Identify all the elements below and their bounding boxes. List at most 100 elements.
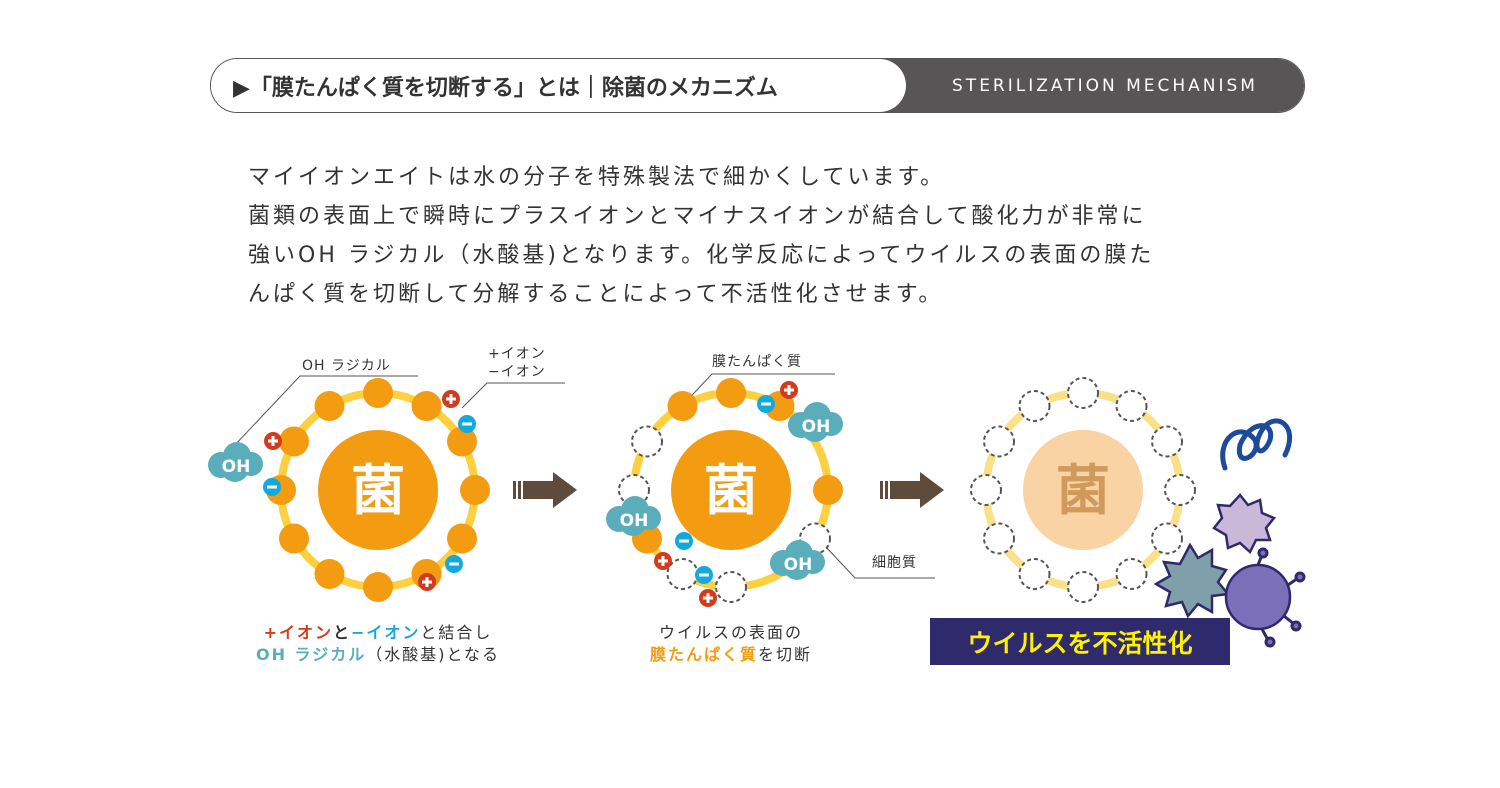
oh-text: OH [620,511,649,531]
inactivate-banner [930,618,1230,665]
cut-protein-dot [715,571,747,603]
germ-label: 菌 [704,459,758,522]
membrane-protein-dot [363,378,393,408]
cloud-puff [801,414,829,442]
caption-plus: +イオン [264,623,333,642]
membrane-protein-dot [278,523,309,554]
membrane-protein-dot [667,390,698,421]
intro-line: マイイオンエイトは水の分子を特殊製法で細かくしています。 [248,165,946,190]
germ-label: 菌 [351,459,405,522]
ion-bar [462,422,472,426]
cloud-puff [619,508,647,536]
inactivate-banner-text: ウイルスを不活性化 [967,629,1192,658]
virus-spiky-icon [1153,542,1231,619]
caption-end: を切断 [758,645,812,664]
germ-core [1023,430,1143,550]
cytoplasm-label: 細胞質 [872,555,917,571]
virus-small-icon [1212,493,1277,555]
membrane-protein-dot [314,559,345,590]
membrane-protein-dot [447,523,478,554]
membrane-segment [1168,501,1184,530]
arrow-icon [513,472,577,508]
cut-protein-dot [1151,522,1184,555]
oh-cloud-icon: OH [770,540,825,580]
germ-core [318,430,438,550]
leader-line [232,375,418,448]
leader-line [461,382,565,409]
step2-caption-line1: ウイルスの表面の [659,623,803,642]
oh-text: OH [802,417,831,437]
cut-protein-dot [970,474,1002,506]
membrane-protein-dot [278,426,309,457]
ion-bar [661,556,665,566]
oh-text: OH [222,457,251,477]
caption-oh: OH ラジカル [256,645,366,664]
cut-protein-dot [1067,377,1099,409]
ion-bar [787,385,791,395]
cut-protein-dot [1018,389,1051,422]
membrane-protein-dot [411,390,442,421]
cut-protein-dot [1164,474,1196,506]
membrane-protein-label: 膜たんぱく質 [712,354,802,370]
ion-bar [425,577,429,587]
cut-protein-dot [1115,389,1148,422]
caption-highlight: 膜たんぱく質 [650,645,758,664]
cut-protein-dot [630,425,663,458]
cloud-puff [783,552,811,580]
cut-protein-dot [982,522,1015,555]
section-header: ▶「膜たんぱく質を切断する」とは｜除菌のメカニズム STERILIZATION … [210,58,1305,113]
membrane-protein-dot [460,475,490,505]
section-subtitle: STERILIZATION MECHANISM [878,59,1304,112]
oh-cloud-icon: OH [788,402,843,442]
membrane-protein-dot [813,475,843,505]
ion-bar [449,394,453,404]
cloud-puff [221,454,249,482]
step1-caption-line2: OH ラジカル（水酸基)となる [256,645,500,664]
minus-ion-label: −イオン [488,364,546,380]
virus-illustration [1153,418,1306,648]
ion-bar [271,436,275,446]
oh-radical-label: OH ラジカル [302,358,391,374]
caption-rest: と結合し [420,623,492,642]
intro-line: んぱく質を切断して分解することによって不活性化させます。 [248,282,944,307]
ion-bar [679,539,689,543]
caption-minus: −イオン [351,623,420,642]
germ-label: 菌 [1056,459,1110,522]
cut-protein-dot [1151,425,1184,458]
intro-text: マイイオンエイトは水の分子を特殊製法で細かくしています。 菌類の表面上で瞬時にプ… [248,158,1298,314]
cut-protein-dot [666,558,699,591]
section-title: ▶「膜たんぱく質を切断する」とは｜除菌のメカニズム [211,59,906,112]
oh-cloud-icon: OH [606,496,661,536]
membrane-protein-dot [363,572,393,602]
plus-ion-label: +イオン [488,346,546,362]
germ-cell-attacked: 菌 OH OH OH [606,378,843,607]
germ-cell-inactivated: 菌 [970,377,1196,603]
intro-line: 菌類の表面上で瞬時にプラスイオンとマイナスイオンが結合して酸化力が非常に [248,204,1147,229]
oh-cloud-icon: OH [208,442,263,482]
squiggle-icon [1220,418,1293,471]
cut-protein-dot [982,425,1015,458]
germ-cell-intact: 菌 OH [208,378,490,602]
step2-caption-line2: 膜たんぱく質を切断 [650,645,812,664]
ion-bar [267,485,277,489]
cut-protein-dot [1115,558,1148,591]
caption-and: と [333,623,351,642]
membrane-protein-dot [716,378,746,408]
cut-protein-dot [1018,558,1051,591]
arrow-icon [880,472,944,508]
oh-text: OH [784,555,813,575]
germ-core [671,430,791,550]
ion-bar [449,562,459,566]
ion-bar [699,573,709,577]
virus-spikes [1256,547,1306,648]
intro-line: 強いOH ラジカル（水酸基)となります。化学反応によってウイルスの表面の膜た [248,243,1155,268]
cut-protein-dot [1067,571,1099,603]
step1-caption-line1: +イオンと−イオンと結合し [264,623,493,642]
membrane-segment [1043,575,1072,591]
membrane-protein-dot [314,390,345,421]
virus-round-icon [1224,563,1292,631]
membrane-protein-dot [447,426,478,457]
ion-bar [706,593,710,603]
